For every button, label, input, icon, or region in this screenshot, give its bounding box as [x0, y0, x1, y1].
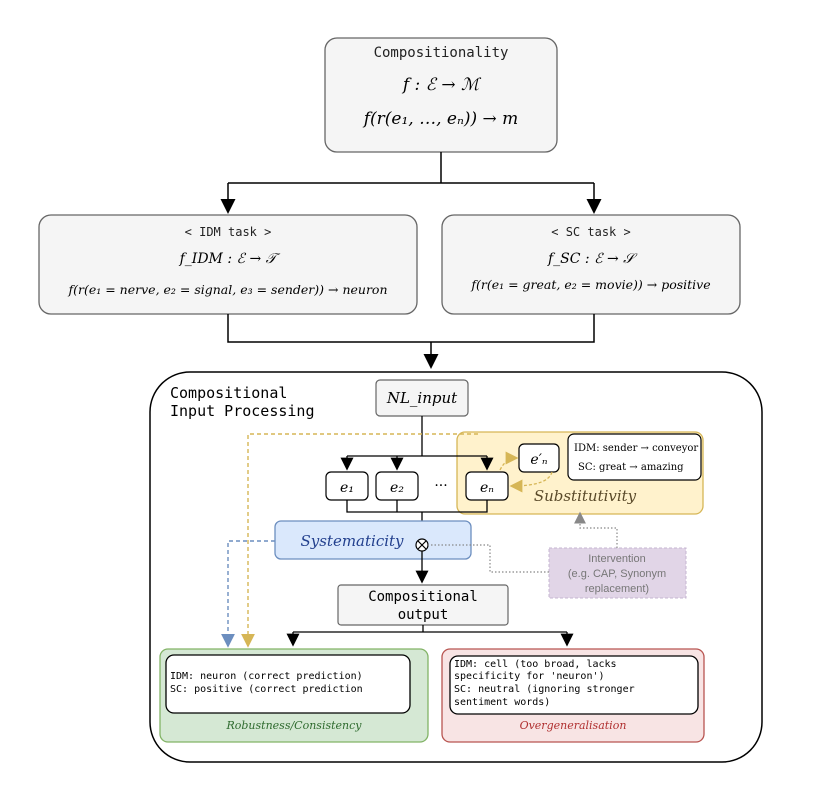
intervention-to-combine: [428, 544, 549, 573]
element-ellipsis: ···: [434, 478, 447, 494]
element-en-label: eₙ: [480, 480, 494, 496]
connector-output-split: [293, 625, 567, 633]
overgeneralisation-region: IDM: cell (too broad, lacks specificity …: [441, 648, 705, 743]
overgeneralisation-line-1: IDM: cell (too broad, lacks: [454, 659, 617, 670]
substitutivity-label: Substitutivity: [534, 487, 637, 505]
swap-arrow-to-prime: [499, 451, 519, 471]
element-en-prime-label: e′ₙ: [530, 452, 547, 468]
idm-task-title: < IDM task >: [185, 225, 272, 239]
connector-top-split: [228, 152, 594, 184]
nl-input-box: NL_input: [375, 379, 469, 417]
element-en-prime: e′ₙ: [518, 443, 560, 473]
compositionality-box: Compositionality f : ℰ → ℳ f(r(e₁, …, eₙ…: [324, 37, 558, 153]
idm-task-map: f_IDM : ℰ → 𝒯: [179, 251, 281, 267]
overgeneralisation-line-4: sentiment words): [454, 697, 550, 708]
overgeneralisation-line-3: SC: neutral (ignoring stronger: [454, 684, 635, 695]
processing-title-1: Compositional: [170, 384, 287, 402]
idm-task-formula: f(r(e₁ = nerve, e₂ = signal, e₃ = sender…: [68, 282, 388, 297]
robustness-line-2: SC: positive (correct prediction: [170, 684, 363, 695]
systematicity-to-robustness-arrow: [221, 540, 275, 648]
robustness-region: IDM: neuron (correct prediction) SC: pos…: [159, 648, 429, 743]
substitution-example-idm: IDM: sender → conveyor: [574, 443, 698, 454]
substitution-examples-box: IDM: sender → conveyor SC: great → amazi…: [567, 433, 702, 481]
sc-task-box: < SC task > f_SC : ℰ → 𝒮 f(r(e₁ = great,…: [441, 214, 741, 315]
overgeneralisation-label: Overgeneralisation: [520, 719, 627, 732]
element-e1-label: e₁: [340, 480, 354, 496]
systematicity-label: Systematicity: [300, 532, 404, 550]
compositionality-formula: f(r(e₁, …, eₙ)) → m: [362, 109, 519, 129]
combine-operator: [415, 538, 429, 552]
intervention-line-2: (e.g. CAP, Synonym: [568, 568, 666, 580]
swap-arrow-to-en: [509, 471, 553, 493]
systematicity-box: Systematicity: [274, 520, 472, 560]
intervention-line-3: replacement): [585, 583, 649, 595]
compositionality-title: Compositionality: [374, 45, 509, 61]
intervention-to-substitutivity: [574, 511, 618, 548]
processing-title-2: Input Processing: [170, 402, 315, 420]
robustness-line-1: IDM: neuron (correct prediction): [170, 671, 363, 682]
robustness-label: Robustness/Consistency: [225, 719, 362, 732]
intervention-box: Intervention (e.g. CAP, Synonym replacem…: [548, 547, 687, 599]
element-e1: e₁: [325, 471, 369, 501]
element-e2-label: e₂: [390, 480, 404, 496]
sc-task-map: f_SC : ℰ → 𝒮: [547, 251, 638, 267]
sc-task-formula: f(r(e₁ = great, e₂ = movie)) → positive: [470, 277, 710, 292]
intervention-line-1: Intervention: [588, 553, 645, 565]
connector-tasks-merge: [227, 314, 595, 343]
compositional-output-line-2: output: [398, 607, 449, 623]
element-e2: e₂: [375, 471, 419, 501]
compositional-output-box: Compositional output: [337, 584, 509, 626]
idm-task-box: < IDM task > f_IDM : ℰ → 𝒯 f(r(e₁ = nerv…: [38, 214, 418, 315]
element-en: eₙ: [465, 471, 509, 501]
compositionality-map: f : ℰ → ℳ: [401, 75, 482, 95]
nl-input-label: NL_input: [386, 389, 458, 407]
compositional-output-line-1: Compositional: [368, 589, 478, 605]
substitution-example-sc: SC: great → amazing: [578, 462, 684, 473]
overgeneralisation-line-2: specificity for 'neuron'): [454, 671, 605, 682]
connector-input-split: [347, 416, 487, 457]
sc-task-title: < SC task >: [551, 225, 630, 239]
